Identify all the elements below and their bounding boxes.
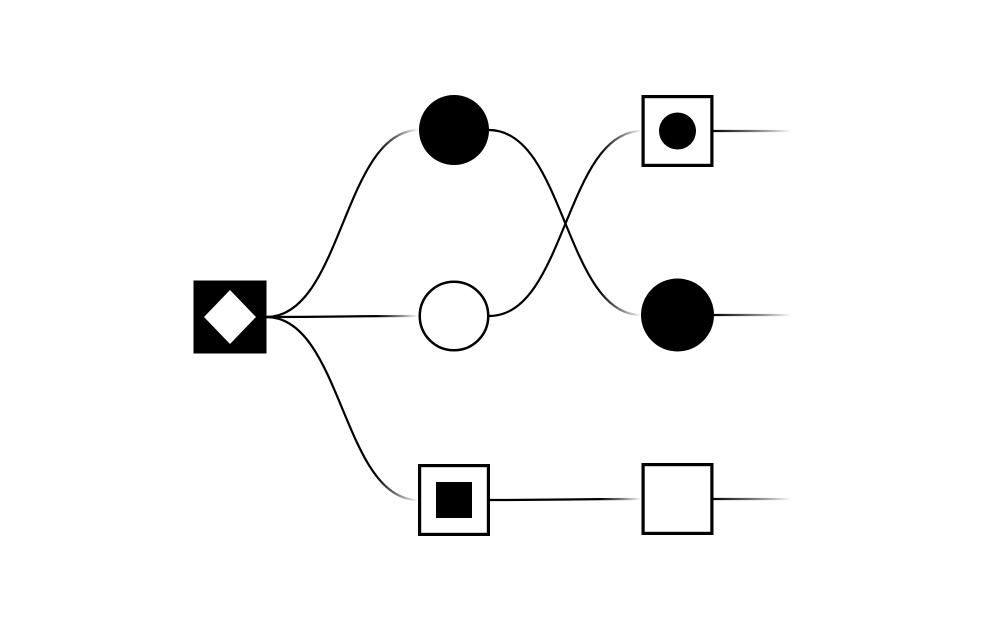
inner-filled-square-shape bbox=[436, 482, 472, 518]
edge-input-diamond-to-hidden-top-filled-circle bbox=[266, 128, 420, 319]
open-circle-shape bbox=[418, 280, 490, 352]
node-output-mid-filled-circle bbox=[641, 278, 714, 352]
node-output-top-square-dot bbox=[641, 94, 714, 168]
open-square-shape bbox=[641, 463, 714, 536]
edge-hidden-bottom-square-dot-to-output-bottom-open-square bbox=[489, 497, 642, 502]
white-diamond-shape bbox=[204, 290, 256, 344]
node-hidden-top-filled-circle bbox=[419, 95, 489, 165]
node-output-bottom-open-square bbox=[641, 463, 714, 536]
edge-hidden-mid-open-circle-to-output-top-square-dot bbox=[489, 129, 642, 318]
node-hidden-bottom-square-dot bbox=[418, 464, 491, 537]
node-hidden-mid-open-circle bbox=[418, 280, 490, 352]
nodes-layer bbox=[193, 94, 714, 537]
edges-layer bbox=[266, 128, 792, 502]
edge-input-diamond-to-hidden-bottom-square-dot bbox=[266, 315, 419, 502]
inner-filled-circle-shape bbox=[659, 112, 696, 150]
filled-circle-shape bbox=[641, 278, 714, 352]
node-input-diamond bbox=[193, 280, 267, 354]
edge-input-diamond-to-hidden-mid-open-circle bbox=[266, 314, 419, 319]
filled-circle-shape bbox=[419, 95, 489, 165]
